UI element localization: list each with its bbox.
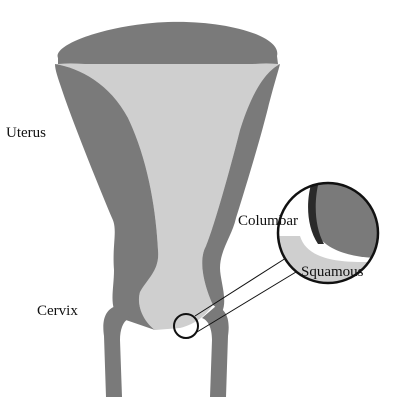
- label-columbar: Columbar: [238, 214, 298, 229]
- vaginal-wall-left: [103, 306, 130, 397]
- label-uterus: Uterus: [6, 126, 46, 141]
- label-squamous: Squamous: [301, 265, 364, 280]
- vaginal-wall-right: [202, 306, 229, 397]
- label-cervix: Cervix: [37, 304, 78, 319]
